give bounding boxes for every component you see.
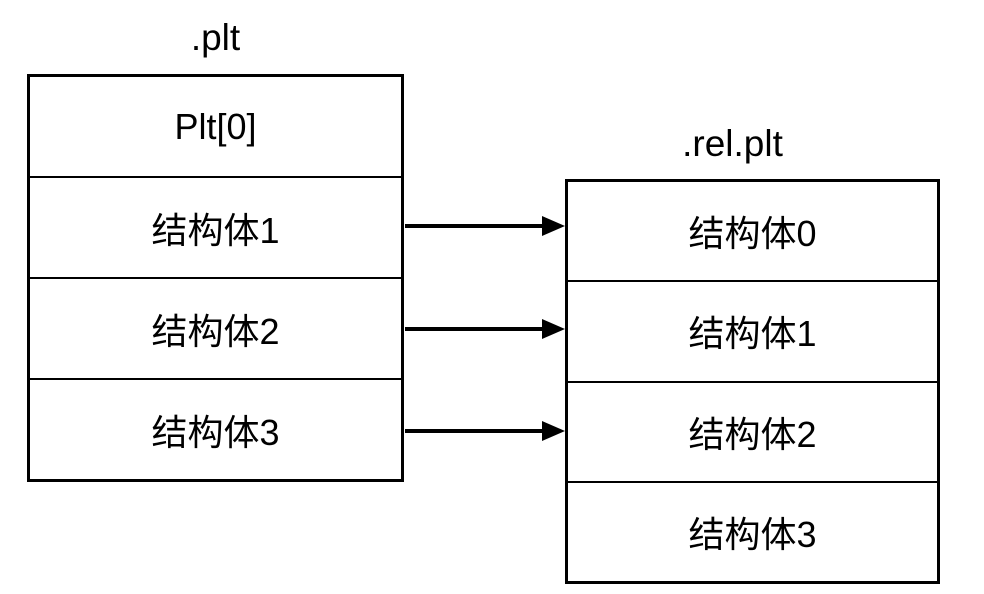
plt-section-title: .plt (190, 17, 241, 58)
arrow-plt2-to-rel1-icon (405, 319, 565, 339)
arrow-plt3-to-rel2-icon (405, 421, 565, 441)
arrow-plt1-to-rel0-icon (405, 216, 565, 236)
rel-plt-row-2: 结构体2 (568, 382, 937, 483)
plt-row-0: Plt[0] (30, 77, 401, 178)
plt-row-2: 结构体2 (30, 279, 401, 380)
plt-box: Plt[0] 结构体1 结构体2 结构体3 (27, 74, 404, 482)
plt-row-3: 结构体3 (30, 380, 401, 479)
rel-plt-row-1: 结构体1 (568, 282, 937, 383)
rel-plt-section-title: .rel.plt (682, 123, 783, 164)
plt-row-1: 结构体1 (30, 178, 401, 279)
rel-plt-box: 结构体0 结构体1 结构体2 结构体3 (565, 179, 940, 584)
rel-plt-row-3: 结构体3 (568, 482, 937, 581)
rel-plt-row-0: 结构体0 (568, 182, 937, 283)
